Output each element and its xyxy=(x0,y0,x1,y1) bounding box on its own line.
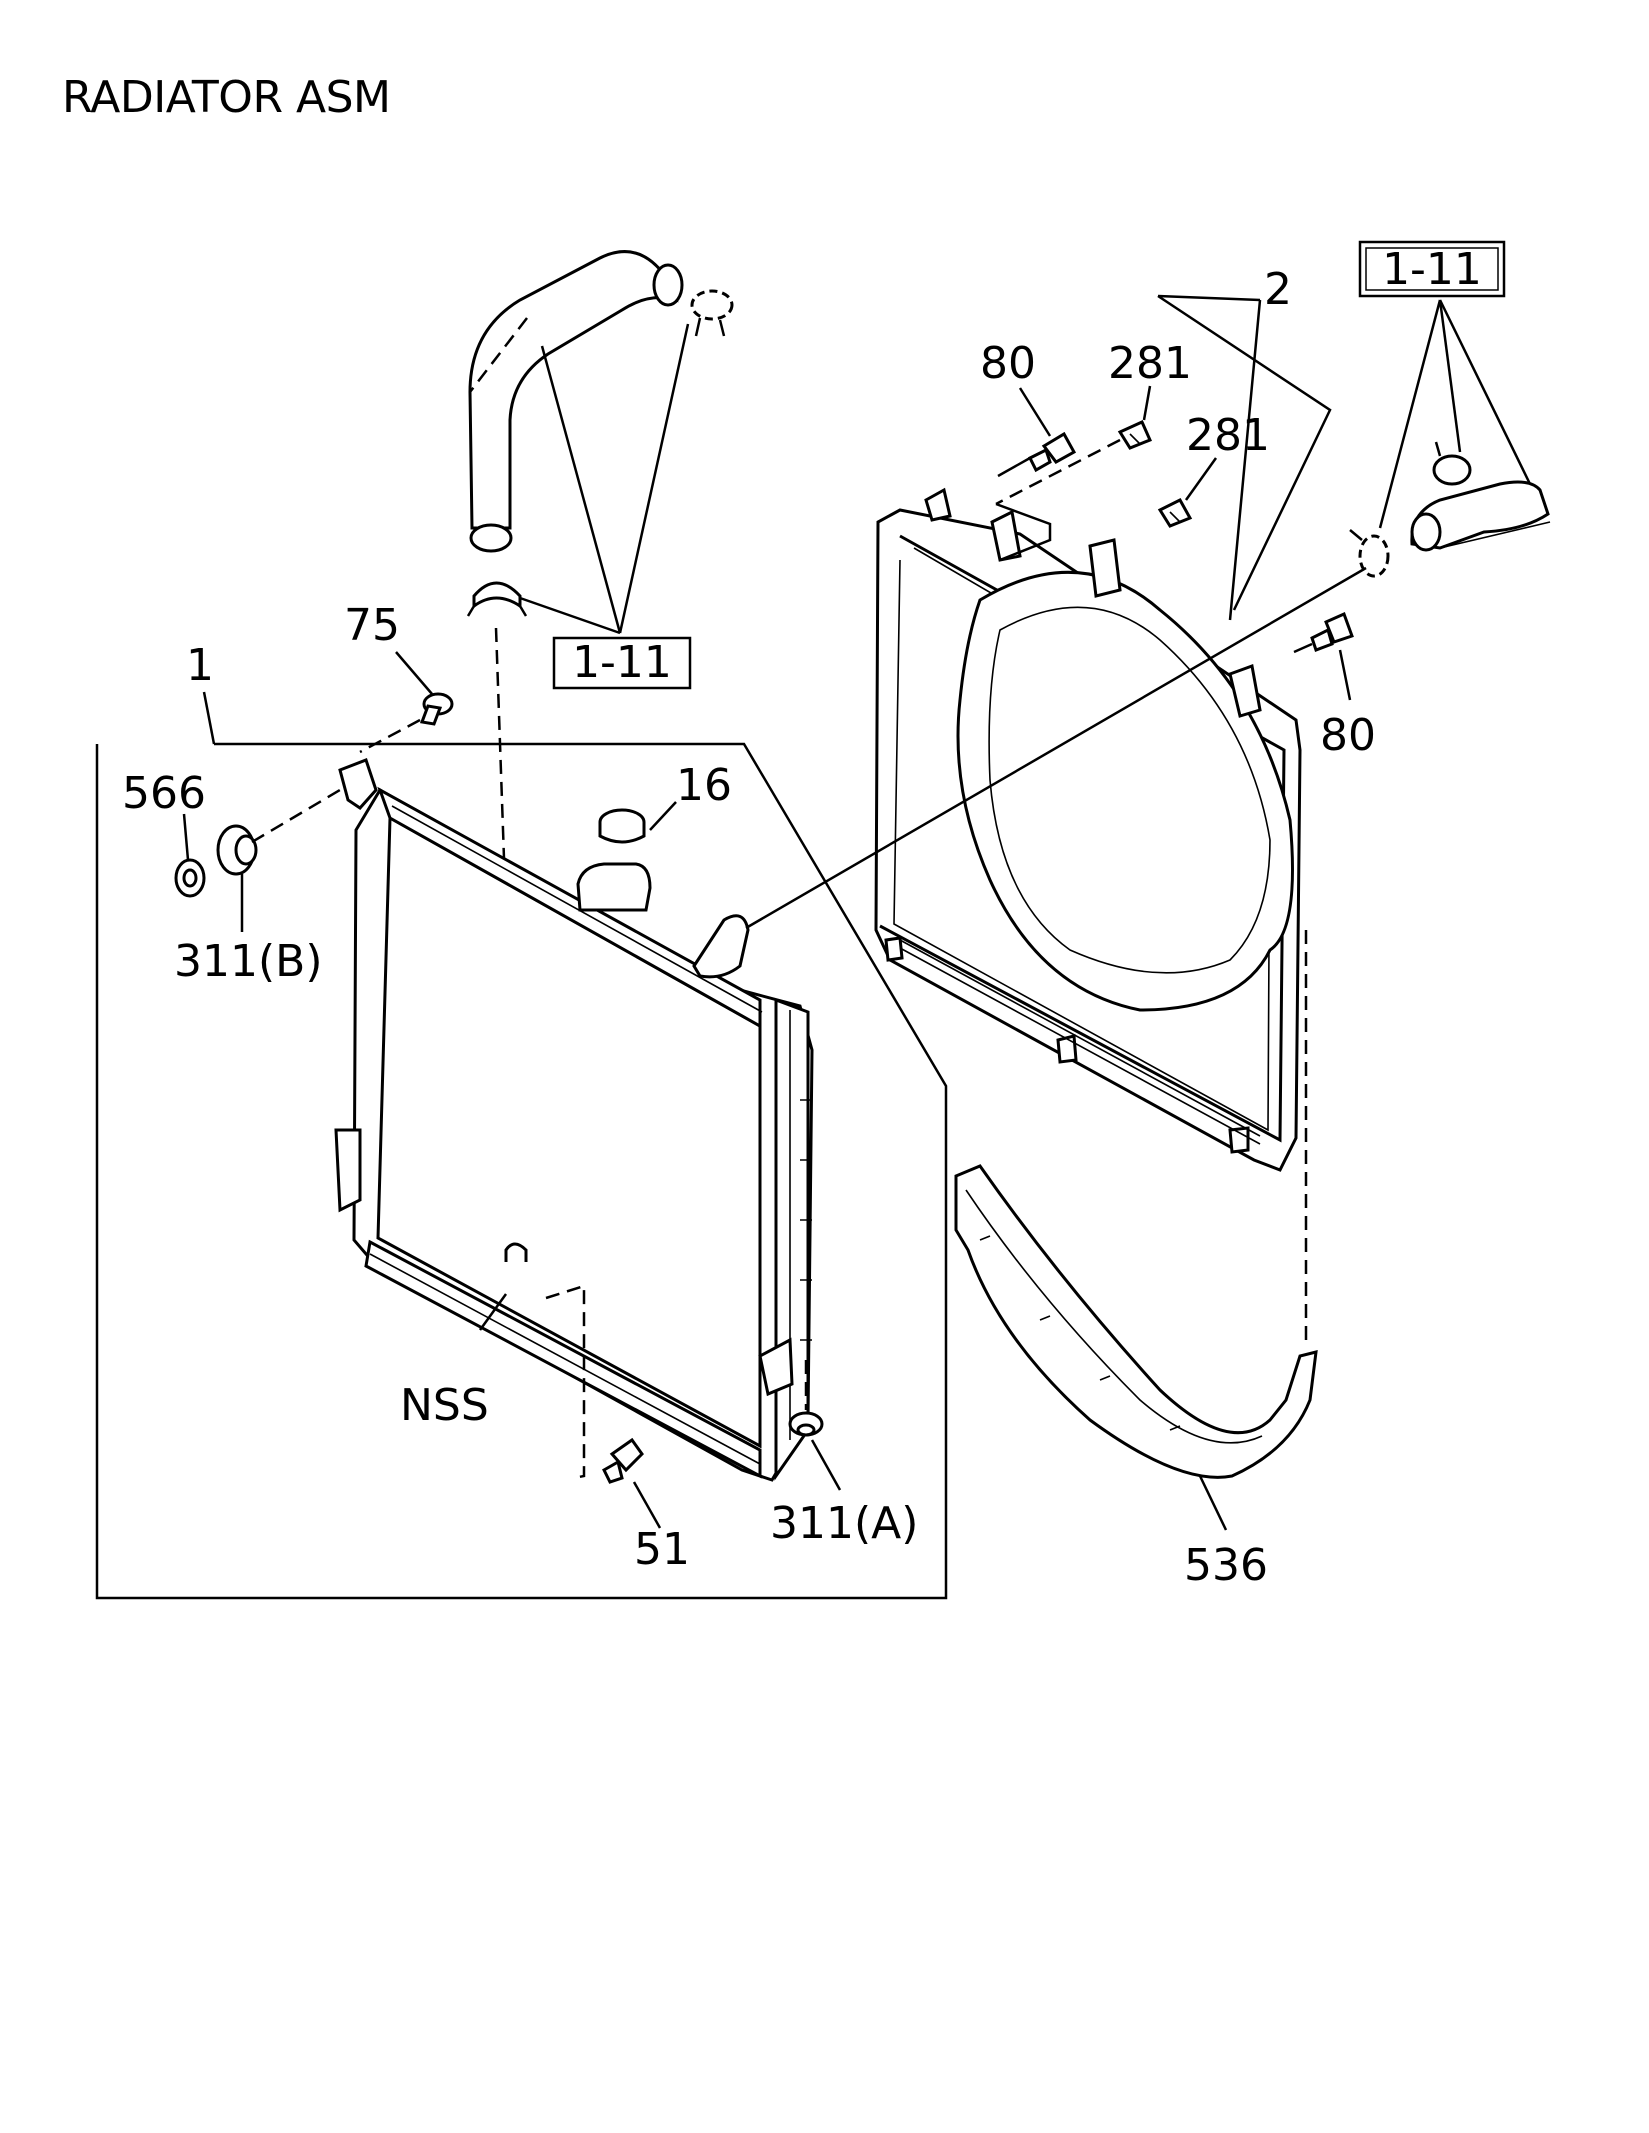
hose-clamp-right-2 xyxy=(1432,441,1472,486)
label-80-top: 80 xyxy=(980,338,1036,389)
clip-281-b xyxy=(1157,498,1193,528)
label-311a: 311(A) xyxy=(770,1498,918,1549)
collar-566 xyxy=(174,858,206,898)
lower-radiator-hose xyxy=(1410,480,1551,552)
page-title: RADIATOR ASM xyxy=(62,72,391,123)
hose-leader-lines xyxy=(519,323,690,635)
label-2: 2 xyxy=(1264,264,1292,315)
label-75: 75 xyxy=(344,600,400,651)
ref-box-1-11-left-label: 1-11 xyxy=(572,637,672,688)
upper-radiator-hose xyxy=(468,250,684,553)
label-51: 51 xyxy=(634,1524,690,1575)
ref-box-1-11-right[interactable]: 1-11 xyxy=(1358,240,1506,298)
label-536: 536 xyxy=(1184,1540,1268,1591)
radiator-cap xyxy=(598,808,646,844)
label-566: 566 xyxy=(122,768,206,819)
label-nss: NSS xyxy=(400,1380,489,1431)
hose-clamp-lower xyxy=(466,581,528,617)
fan-shroud xyxy=(874,487,1302,1172)
label-80-right: 80 xyxy=(1320,710,1376,761)
radiator-core xyxy=(334,758,814,1482)
ref-box-1-11-left[interactable]: 1-11 xyxy=(552,636,692,690)
grommet-311b xyxy=(216,824,258,876)
ref-box-1-11-right-label: 1-11 xyxy=(1382,244,1482,295)
label-281-a: 281 xyxy=(1108,338,1192,389)
hose-clamp-right-1 xyxy=(1349,529,1390,578)
assembly-1-boundary xyxy=(95,742,948,1600)
label-311b: 311(B) xyxy=(174,936,323,987)
label-1: 1 xyxy=(186,640,214,691)
hose-clamp-upper xyxy=(690,289,734,337)
bolt-80-right xyxy=(1310,611,1354,652)
clip-281-a xyxy=(1117,420,1153,450)
grommet-311a xyxy=(788,1411,824,1437)
bolt-75 xyxy=(419,692,454,726)
bolt-80-top xyxy=(1027,431,1077,473)
lower-shroud-536 xyxy=(954,1164,1318,1479)
label-281-b: 281 xyxy=(1186,410,1270,461)
drain-cock-51 xyxy=(602,1437,644,1484)
label-16: 16 xyxy=(676,760,732,811)
